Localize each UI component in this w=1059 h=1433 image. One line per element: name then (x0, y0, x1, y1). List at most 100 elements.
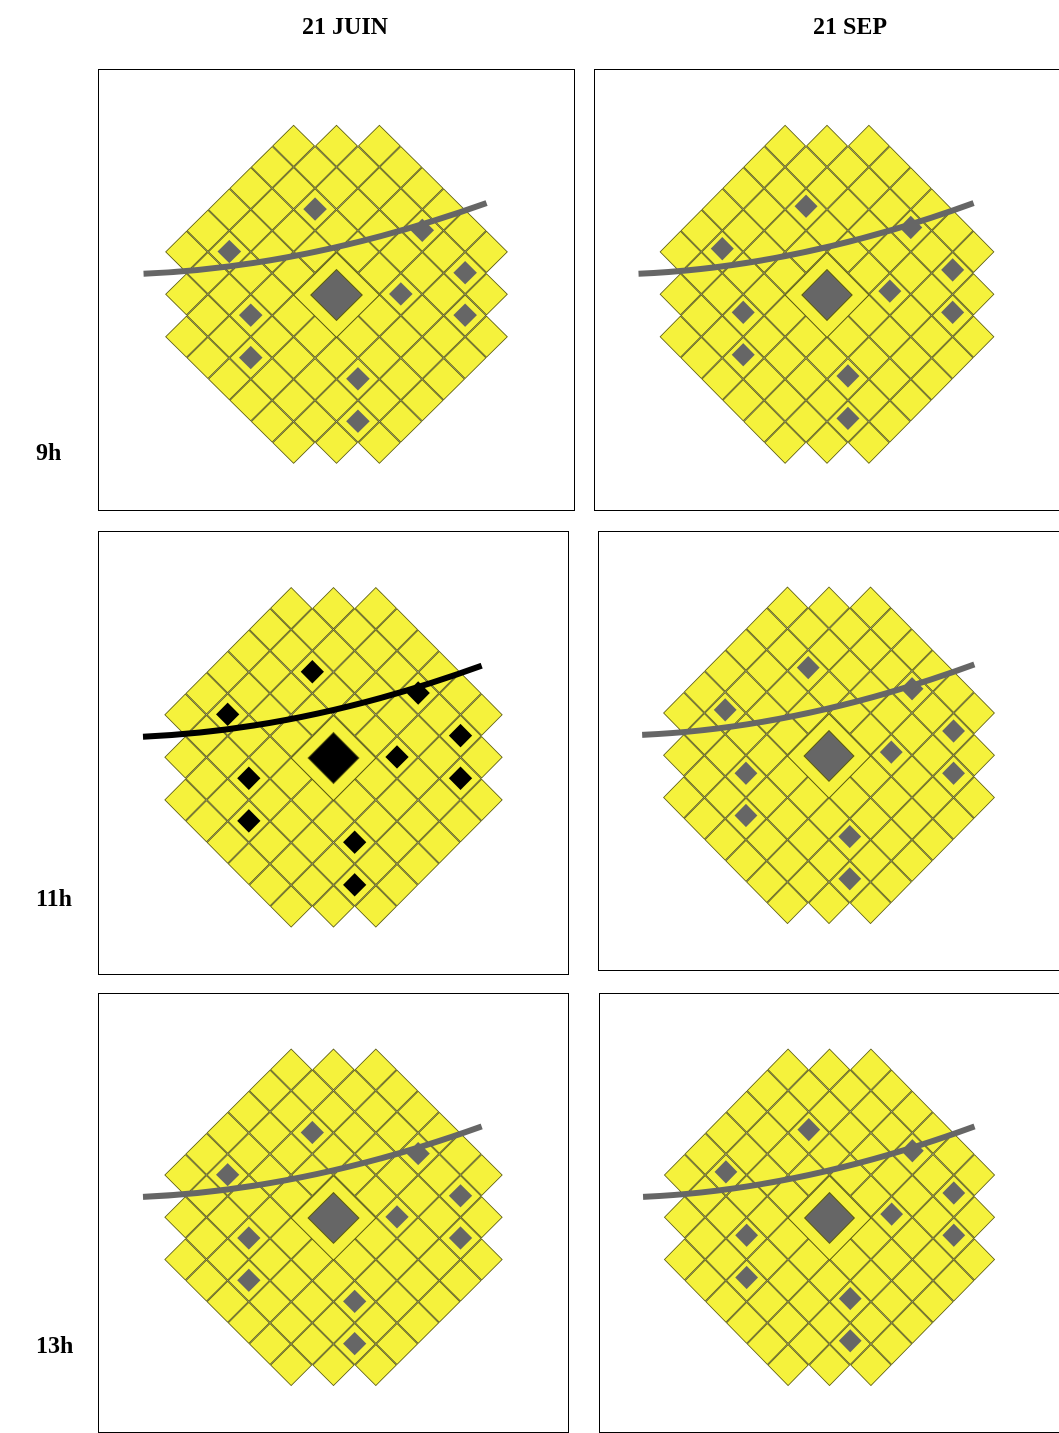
building-block (764, 124, 806, 167)
building-block (397, 1301, 440, 1344)
building-block (375, 1238, 419, 1281)
building-block (165, 230, 208, 273)
building-block (418, 1154, 461, 1197)
building-block (663, 734, 705, 777)
building-block (850, 1090, 892, 1133)
building-block (806, 124, 848, 167)
building-block (354, 714, 397, 758)
building-block (397, 714, 440, 758)
building-block (891, 1090, 933, 1133)
building-block (291, 1322, 334, 1365)
building-block (418, 1196, 461, 1239)
building-block (680, 294, 723, 337)
building-block (869, 315, 911, 358)
building-block (291, 864, 334, 907)
building-block (766, 586, 809, 629)
building-block (808, 1301, 851, 1344)
building-block (250, 188, 294, 231)
column-title-september: 21 SEP (813, 14, 888, 40)
building-block (889, 336, 932, 380)
building-block (400, 379, 444, 422)
shadow-area (453, 261, 477, 285)
building-block (912, 776, 954, 819)
building-block (439, 1259, 482, 1302)
building-block (227, 1301, 270, 1344)
building-block (848, 379, 890, 422)
building-block (953, 1196, 996, 1239)
building-block (185, 757, 228, 800)
building-block (422, 315, 465, 358)
building-block (808, 797, 850, 840)
building-block (358, 167, 401, 210)
building-block (870, 776, 912, 819)
building-block (375, 1322, 419, 1365)
building-block (293, 400, 337, 443)
building-block (465, 230, 508, 273)
building-block (272, 167, 315, 210)
building-block (270, 842, 313, 886)
building-block (397, 800, 440, 843)
building-block (272, 421, 315, 464)
building-block (185, 1132, 228, 1175)
central-shadow (307, 1191, 360, 1245)
building-block (312, 842, 355, 886)
building-block (659, 230, 702, 273)
building-block (767, 1175, 809, 1218)
building-block (680, 252, 723, 295)
urban-plan (142, 586, 503, 928)
building-block (869, 358, 911, 401)
building-block (808, 882, 850, 925)
building-block (422, 358, 465, 401)
panel-september-11h (598, 531, 1059, 971)
building-block (912, 1196, 954, 1239)
street-shadow (143, 200, 488, 277)
building-block (912, 692, 954, 735)
building-block (270, 714, 313, 758)
building-block (460, 736, 503, 779)
building-block (808, 628, 850, 671)
shadow-area (238, 345, 263, 370)
building-block (270, 800, 313, 843)
building-block (315, 421, 358, 464)
building-block (767, 1259, 809, 1302)
building-block (808, 1259, 851, 1302)
building-block (912, 1154, 954, 1197)
building-block (891, 839, 933, 882)
building-block (808, 1090, 851, 1133)
building-block (336, 188, 380, 231)
building-block (869, 400, 911, 443)
building-block (443, 209, 487, 252)
building-block (422, 230, 465, 273)
building-block (358, 421, 401, 464)
building-block (354, 629, 397, 672)
building-block (848, 336, 890, 380)
building-block (460, 778, 503, 822)
building-block (312, 1132, 355, 1175)
building-block (248, 1322, 292, 1365)
building-block (206, 736, 249, 779)
building-block (270, 1090, 313, 1133)
building-block (312, 1259, 355, 1302)
building-block (680, 209, 723, 252)
central-shadow (307, 731, 360, 785)
building-block (684, 1175, 726, 1218)
building-block (766, 839, 809, 882)
street-shadow (142, 1123, 483, 1200)
building-block (743, 315, 785, 358)
building-block (808, 670, 850, 713)
building-block (725, 839, 767, 882)
building-block (746, 1238, 788, 1281)
building-block (891, 713, 933, 756)
building-block (663, 692, 705, 735)
building-block (701, 315, 744, 358)
building-block (270, 629, 313, 672)
building-block (726, 1301, 768, 1344)
building-block (746, 776, 788, 819)
building-block (379, 315, 423, 358)
building-block (206, 650, 249, 694)
central-shadow (803, 729, 855, 783)
building-block (460, 1196, 503, 1239)
building-block (785, 400, 827, 443)
building-block (418, 1238, 461, 1281)
building-block (375, 1154, 419, 1197)
